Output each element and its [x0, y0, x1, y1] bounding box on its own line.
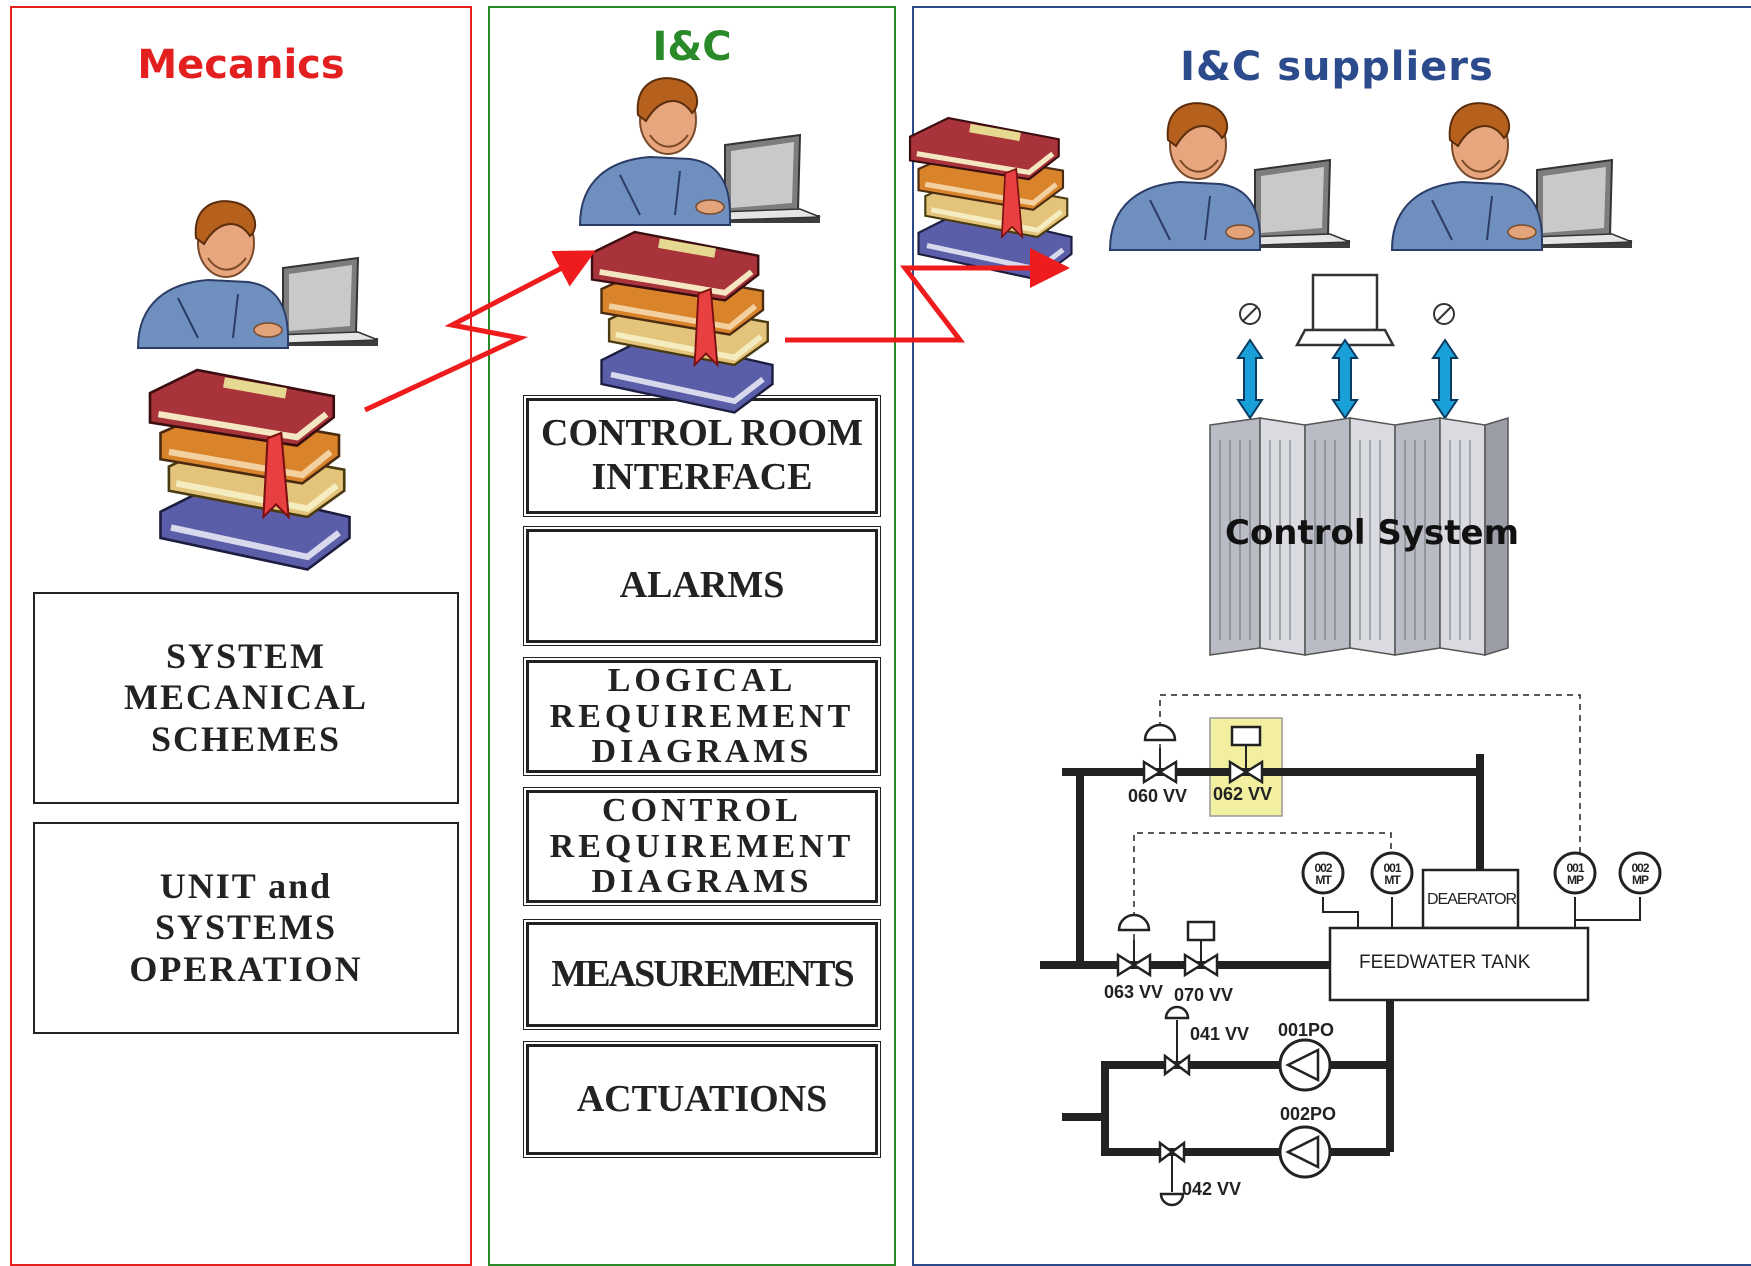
supplier-engineer-icon-2	[1391, 102, 1633, 251]
mechanics-engineer-icon	[137, 200, 379, 349]
mechanics-books-icon	[150, 370, 350, 570]
measurements-box: MEASUREMENTS	[526, 922, 878, 1027]
pid-diagram	[1040, 694, 1662, 1207]
alarms-box: ALARMS	[526, 529, 878, 643]
deaerator-label: DEAERATOR	[1427, 891, 1517, 908]
supplier-books-icon	[910, 118, 1072, 280]
gauge-001mp-line1: 001	[1566, 861, 1584, 875]
valve-label-062: 062 VV	[1213, 784, 1273, 804]
flow-arrow-mechanics-to-ic	[363, 250, 596, 413]
flow-arrow-ic-to-suppliers	[785, 248, 1070, 343]
valve-label-041: 041 VV	[1190, 1024, 1250, 1044]
unit-operation-box: UNIT and SYSTEMS OPERATION	[33, 822, 459, 1034]
mechanical-schemes-box: SYSTEM MECANICAL SCHEMES	[33, 592, 459, 804]
link-arrow-2	[1331, 338, 1359, 420]
link-arrow-1	[1236, 338, 1264, 420]
gauge-002mp-line2: MP	[1632, 873, 1649, 887]
supplier-engineer-icon-1	[1109, 102, 1351, 251]
sensor-icon-1	[1239, 303, 1261, 325]
gauge-001mp-line2: MP	[1567, 873, 1584, 887]
gauge-002mt-line1: 002	[1314, 861, 1332, 875]
valve-label-070: 070 VV	[1174, 985, 1234, 1005]
suppliers-title: I&C suppliers	[1180, 44, 1494, 90]
control-system-label: Control System	[1225, 513, 1520, 553]
ic-engineer-icon	[579, 77, 821, 226]
valve-label-042: 042 VV	[1182, 1179, 1242, 1199]
valve-label-060: 060 VV	[1128, 786, 1188, 806]
actuations-box: ACTUATIONS	[526, 1044, 878, 1155]
gauge-001mt-line1: 001	[1383, 861, 1401, 875]
link-arrow-3	[1431, 338, 1459, 420]
control-requirement-diagrams-box: CONTROL REQUIREMENT DIAGRAMS	[526, 790, 878, 903]
pump-label-002: 002PO	[1280, 1104, 1337, 1124]
gauge-002mt-line2: MT	[1315, 873, 1331, 887]
control-system-cabinets	[1209, 416, 1509, 657]
ic-books-icon	[592, 232, 773, 413]
pump-label-001: 001PO	[1278, 1020, 1335, 1040]
valve-label-063: 063 VV	[1104, 982, 1164, 1002]
mechanics-title: Mecanics	[137, 42, 345, 88]
sensor-icon-2	[1433, 303, 1455, 325]
feedwater-tank-label: FEEDWATER TANK	[1359, 952, 1531, 973]
logical-requirement-diagrams-box: LOGICAL REQUIREMENT DIAGRAMS	[526, 660, 878, 773]
laptop-icon	[1294, 273, 1396, 347]
gauge-002mp-line1: 002	[1631, 861, 1649, 875]
ic-title: I&C	[652, 24, 732, 70]
gauge-001mt-line2: MT	[1384, 873, 1400, 887]
